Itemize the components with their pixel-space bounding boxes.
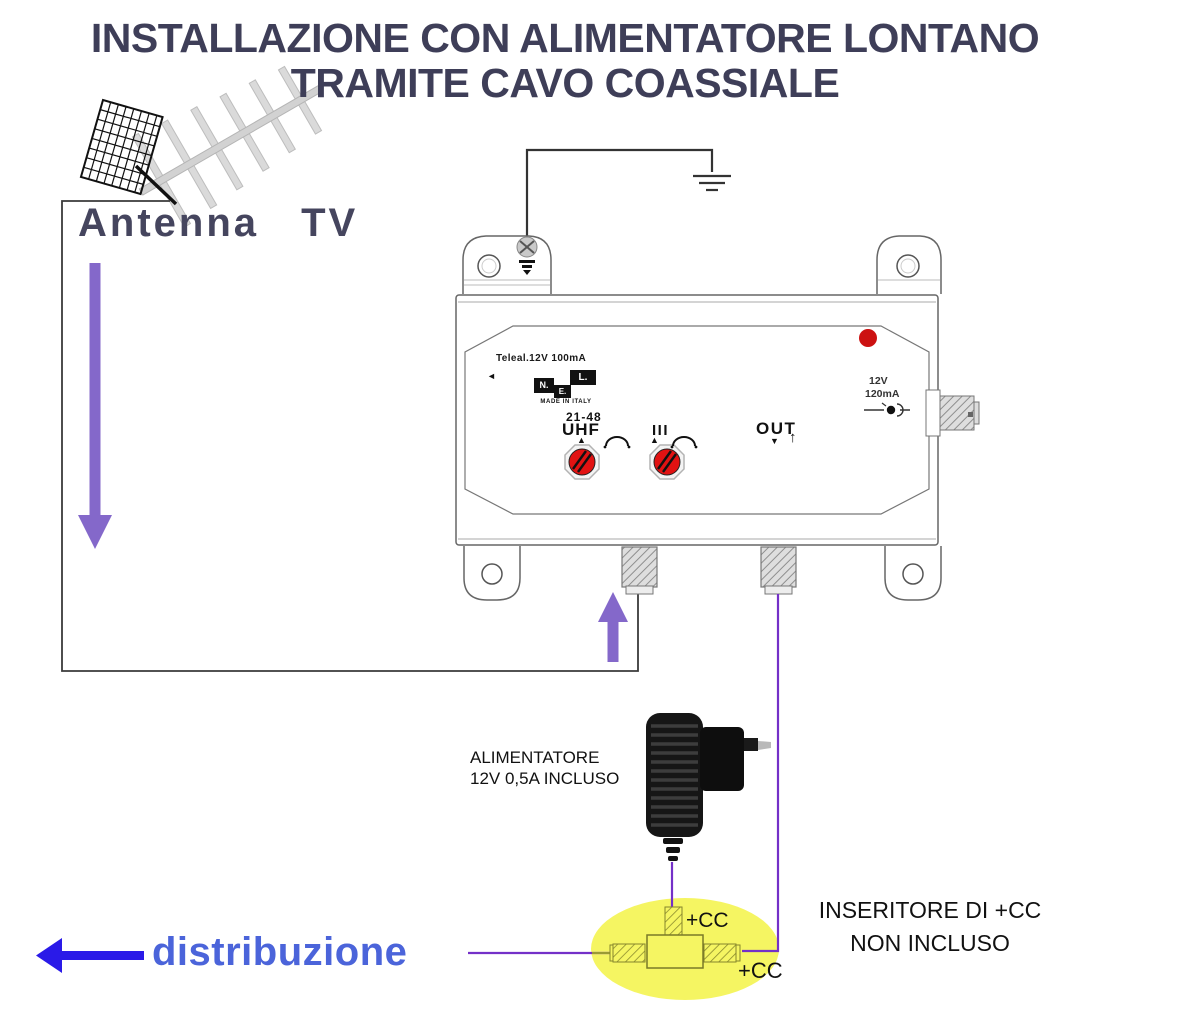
power-supply-note: ALIMENTATORE 12V 0,5A INCLUSO [470,747,619,789]
antenna-coax-cable [61,200,639,672]
page-title: INSTALLAZIONE CON ALIMENTATORE LONTANO T… [0,16,1130,106]
amplifier-device [455,235,980,601]
uhf-knob [564,444,600,480]
dc-jack-icon [864,402,910,417]
input-connector [621,546,658,595]
rotate-arrow-icons [603,436,698,449]
band3-knob [649,444,685,480]
brand-letter-e: E. [554,385,571,398]
out-label: OUT [756,419,797,438]
power-supply-note-line1: ALIMENTATORE [470,748,600,767]
title-line1: INSTALLAZIONE CON ALIMENTATORE LONTANO [90,15,1040,61]
cc-top-label: +CC [686,909,729,932]
power-supply-note-line2: 12V 0,5A INCLUSO [470,769,620,788]
inserter-note: INSERITORE DI +CC NON INCLUSO [818,894,1042,960]
ground-icon [525,148,731,238]
distribution-arrow [36,938,144,973]
power-adapter-icon [646,713,771,861]
side-connector [925,389,980,437]
inserter-note-line2: NON INCLUSO [850,930,1010,956]
signal-up-arrow [598,592,628,662]
antenna-label: Antenna TV [78,201,359,245]
uhf-range-label: 21-48 [566,410,602,424]
band3-label: III [652,422,670,439]
dc-current-label: 120mA [865,388,900,400]
ground-screw-icon [516,236,538,275]
output-connector [760,546,797,595]
distribution-label: distribuzione [152,930,408,974]
out-triangle-down-icon: ▼ [770,436,779,446]
antenna-icon [79,65,324,228]
amplifier-model-label: Teleal.12V 100mA [496,353,587,364]
uhf-triangle-up-icon: ▲ [577,435,586,445]
brand-letter-n: N. [534,378,554,393]
output-cable [742,594,780,953]
out-arrow-up-icon: ↑ [789,429,797,446]
dc-inserter-icon [592,906,741,969]
triangle-left-icon: ◄ [487,371,496,381]
inserter-note-line1: INSERITORE DI +CC [818,897,1042,923]
dc-voltage-label: 12V [869,375,888,387]
power-led [859,329,877,347]
made-in-italy-label: MADE IN ITALY [540,399,592,405]
nel-brand-logo: N. E. L. MADE IN ITALY [534,366,600,408]
brand-letter-l: L. [570,370,596,385]
band3-triangle-up-icon: ▲ [650,435,659,445]
uhf-label: UHF [562,420,600,439]
cc-bottom-label: +CC [738,958,783,983]
signal-down-arrow [78,263,112,549]
title-line2: TRAMITE CAVO COASSIALE [290,60,840,106]
